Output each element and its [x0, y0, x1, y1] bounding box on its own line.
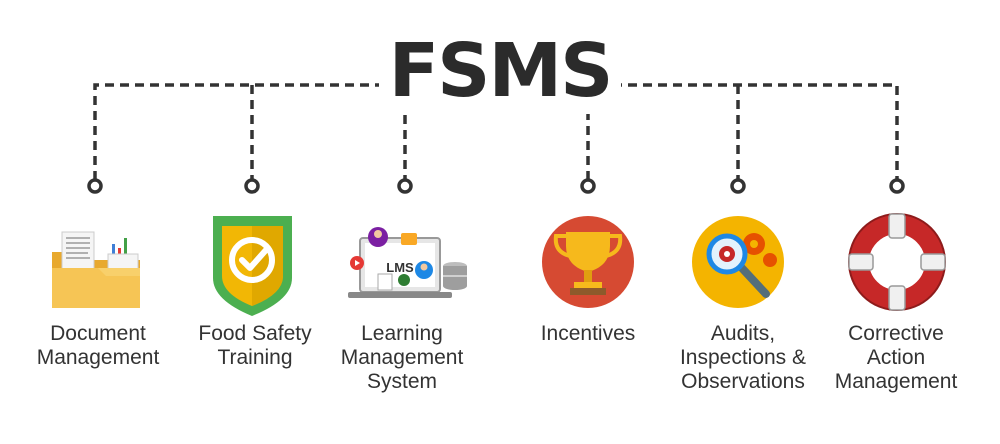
label-learning-management-system: Learning Management System — [317, 322, 487, 394]
endpoint-document — [87, 178, 103, 194]
shield-check-icon — [213, 216, 292, 316]
label-line: Incentives — [540, 322, 636, 345]
label-audits-inspections-observations: Audits, Inspections & Observations — [658, 322, 828, 394]
label-line: System — [366, 370, 437, 393]
endpoint-corrective — [889, 178, 905, 194]
endpoint-incentives — [580, 178, 596, 194]
label-corrective-action-management: Corrective Action Management — [811, 322, 981, 394]
magnifier-gear-icon — [692, 216, 784, 308]
label-line: Management — [340, 346, 464, 369]
connector-endpoints — [87, 178, 905, 194]
trophy-icon — [542, 216, 634, 308]
lifebuoy-icon — [848, 213, 946, 311]
label-line: Action — [866, 346, 926, 369]
lms-icon-text: LMS — [386, 260, 414, 275]
label-line: Management — [834, 370, 958, 393]
diagram-title: FSMS — [0, 28, 1000, 114]
label-line: Observations — [681, 370, 805, 393]
label-line: Training — [217, 346, 293, 369]
label-line: Food Safety — [198, 322, 312, 345]
endpoint-training — [244, 178, 260, 194]
label-line: Corrective — [848, 322, 944, 345]
endpoint-lms — [397, 178, 413, 194]
label-incentives: Incentives — [503, 322, 673, 346]
endpoint-audits — [730, 178, 746, 194]
lms-laptop-icon: LMS — [348, 227, 467, 298]
right-connector-bracket — [586, 83, 899, 180]
connector-lines — [93, 83, 899, 180]
label-food-safety-training: Food Safety Training — [170, 322, 340, 370]
label-line: Audits, — [710, 322, 776, 345]
label-line: Learning — [361, 322, 443, 345]
label-line: Document — [50, 322, 146, 345]
label-document-management: Document Management — [13, 322, 183, 370]
label-line: Inspections & — [679, 346, 807, 369]
left-connector-bracket — [93, 83, 407, 180]
label-line: Management — [36, 346, 160, 369]
folder-document-icon — [52, 231, 140, 308]
